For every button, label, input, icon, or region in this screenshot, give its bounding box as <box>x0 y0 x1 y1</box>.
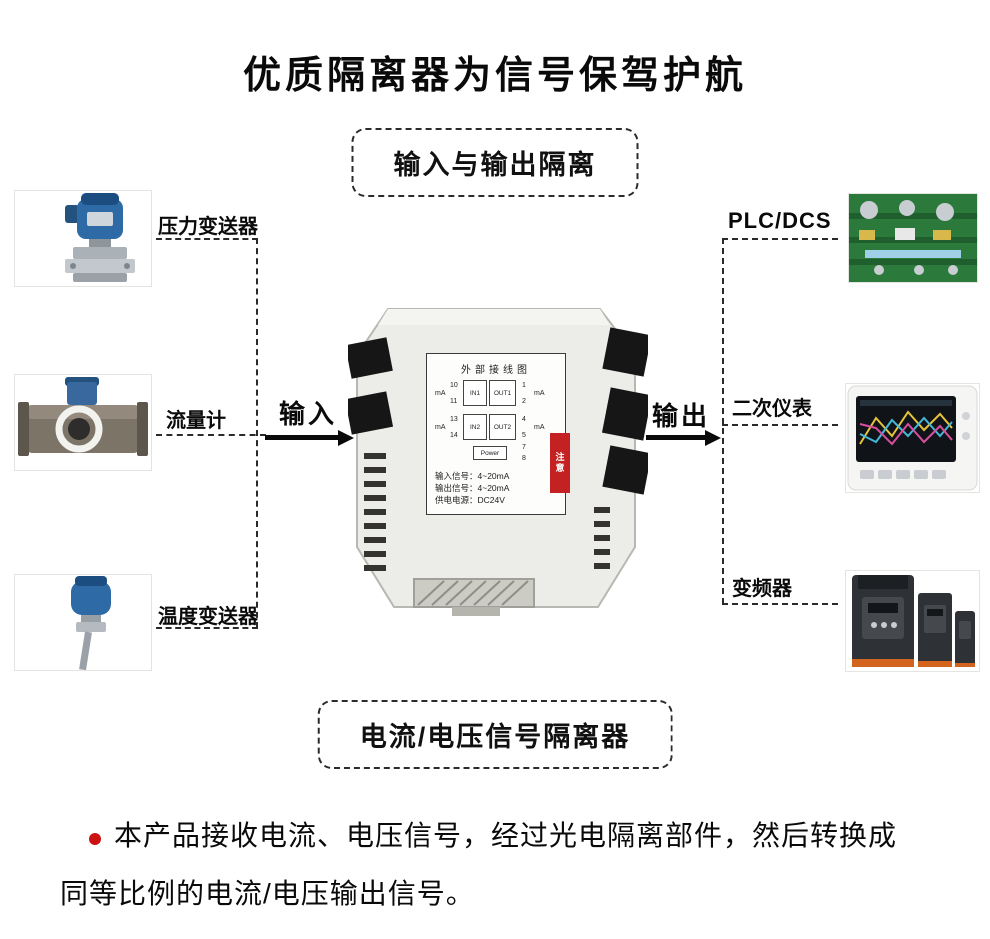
secondary-instrument-image <box>845 383 980 493</box>
description-line-1: 本产品接收电流、电压信号，经过光电隔离部件，然后转换成 <box>114 820 898 851</box>
spec-output-signal: 输出信号：4~20mA <box>435 483 510 493</box>
terminal-box-out2: OUT2 <box>489 414 516 440</box>
wiring-diagram: mA 10 11 mA 13 14 IN1 OUT1 IN2 OUT2 Powe… <box>435 380 559 464</box>
flow-meter-image <box>14 374 152 471</box>
unit-ma: mA <box>534 424 545 431</box>
terminal-number: 4 <box>522 416 526 423</box>
connector-line <box>722 603 838 605</box>
terminal-number: 14 <box>450 432 458 439</box>
module-wiring-label: 外部接线图 mA 10 11 mA 13 14 IN1 OUT1 IN2 OUT… <box>426 353 566 515</box>
frequency-inverter-image <box>845 570 980 672</box>
warning-sticker: 注意 <box>550 433 570 493</box>
connector-line <box>722 238 838 240</box>
terminal-number: 10 <box>450 382 458 389</box>
temperature-transmitter-image <box>14 574 152 671</box>
terminal-number: 2 <box>522 398 526 405</box>
description-line-2: 同等比例的电流/电压输出信号。 <box>60 878 475 909</box>
circuit-board-icon <box>849 194 977 282</box>
terminal-box-out1: OUT1 <box>489 380 516 406</box>
bullet-icon <box>89 833 101 845</box>
banner-current-voltage-isolator: 电流/电压信号隔离器 <box>317 700 673 769</box>
terminal-number: 11 <box>450 398 458 405</box>
connector-line <box>156 238 258 240</box>
input-arrow-label: 输入 <box>279 399 338 429</box>
signal-isolator-module: 外部接线图 mA 10 11 mA 13 14 IN1 OUT1 IN2 OUT… <box>344 303 653 623</box>
temperature-transmitter-icon <box>71 576 111 670</box>
vfd-drives-icon <box>852 575 975 667</box>
plc-dcs-board-image <box>848 193 978 283</box>
input-label-temperature-transmitter: 温度变送器 <box>158 606 258 628</box>
output-label-frequency-inverter: 变频器 <box>732 578 792 600</box>
terminal-number: 1 <box>522 382 526 389</box>
spec-input-signal: 输入信号：4~20mA <box>435 471 510 481</box>
wiring-diagram-title: 外部接线图 <box>461 365 531 376</box>
paperless-recorder-icon <box>847 385 978 491</box>
terminal-box-power: Power <box>473 446 507 460</box>
unit-ma: mA <box>435 390 446 397</box>
unit-ma: mA <box>534 390 545 397</box>
connector-line <box>722 424 838 426</box>
module-specs: 输入信号：4~20mA 输出信号：4~20mA 供电电源：DC24V <box>435 470 563 506</box>
output-arrow-label: 输出 <box>652 401 711 431</box>
pressure-transmitter-image <box>14 190 152 287</box>
page-title: 优质隔离器为信号保驾护航 <box>242 55 747 97</box>
spec-power-supply: 供电电源：DC24V <box>435 495 505 505</box>
pressure-transmitter-icon <box>65 193 135 282</box>
unit-ma: mA <box>435 424 446 431</box>
input-label-pressure-transmitter: 压力变送器 <box>158 216 258 238</box>
output-label-secondary-instrument: 二次仪表 <box>732 398 812 420</box>
connector-line <box>156 434 266 436</box>
flow-meter-icon <box>18 377 148 456</box>
terminal-number: 8 <box>522 455 526 462</box>
terminal-number: 7 <box>522 444 526 451</box>
terminal-number: 13 <box>450 416 458 423</box>
terminal-box-in1: IN1 <box>463 380 487 406</box>
terminal-number: 5 <box>522 432 526 439</box>
banner-input-output-isolation: 输入与输出隔离 <box>351 128 639 197</box>
connector-line <box>256 238 258 628</box>
input-label-flow-meter: 流量计 <box>166 410 226 432</box>
terminal-box-in2: IN2 <box>463 414 487 440</box>
connector-line <box>722 238 724 604</box>
connector-line <box>156 627 258 629</box>
output-arrow <box>646 430 724 446</box>
output-label-plc-dcs: PLC/DCS <box>728 208 832 233</box>
input-arrow <box>265 430 355 446</box>
